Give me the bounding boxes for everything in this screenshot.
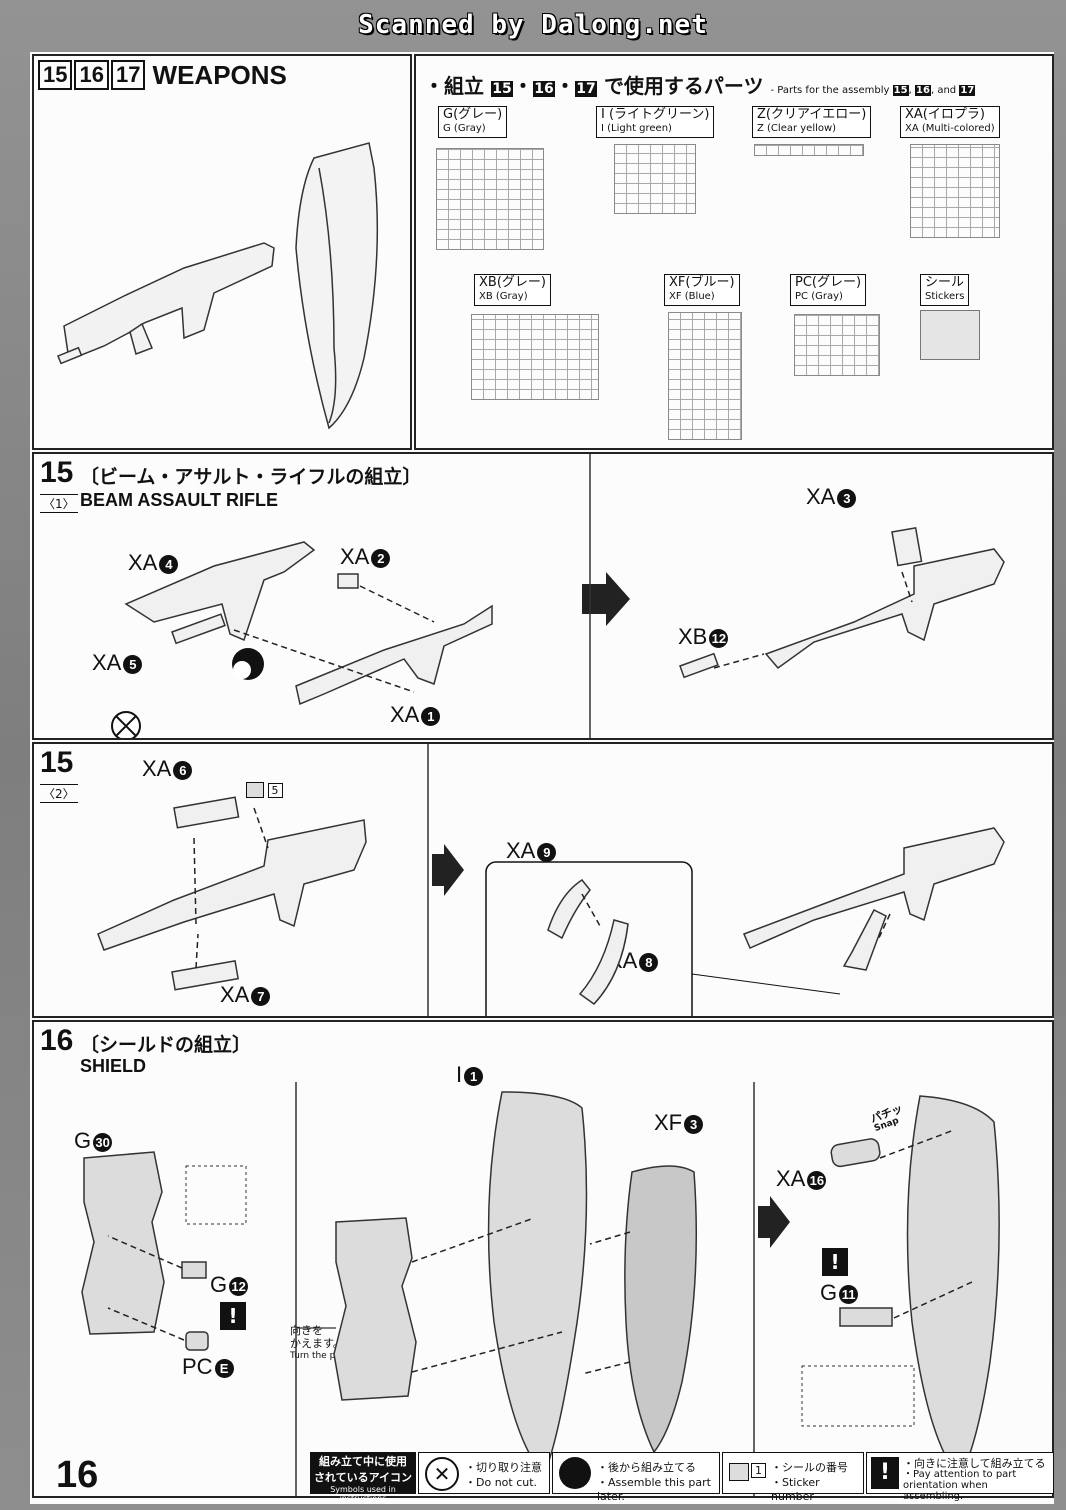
weapons-overview-illustration — [57, 142, 379, 430]
page-number: 16 — [56, 1454, 99, 1496]
parts-heading-en-step-17: 17 — [959, 85, 976, 96]
step-15-1-illustration — [111, 454, 1005, 738]
runner-tag-xa: XA(イロプラ)XA (Multi-colored) — [900, 106, 1000, 138]
assemble-later-icon — [232, 648, 264, 680]
runner-tag-g: G(グレー)G (Gray) — [438, 106, 508, 138]
runner-xb-image — [471, 314, 599, 400]
step-15-1-title-jp: 〔ビーム・アサルト・ライフルの組立〕 — [80, 466, 422, 488]
parts-heading-jp-prefix: ・組立 — [424, 74, 484, 98]
arrow-right-icon — [758, 1196, 790, 1248]
runner-tag-xb: XB(グレー)XB (Gray) — [474, 274, 551, 306]
arrow-right-icon — [432, 844, 464, 896]
weapons-title-text: WEAPONS — [152, 60, 287, 90]
step-16-number: 16 — [40, 1024, 74, 1057]
legend-assemble-later: ・後から組み立てる ・Assemble this part later. — [552, 1452, 720, 1503]
parts-heading-en-step-16: 16 — [914, 85, 931, 96]
parts-heading-step-17: 17 — [574, 81, 597, 97]
step-number-16: 16 — [74, 60, 109, 90]
do-not-cut-icon — [111, 711, 141, 738]
runner-tag-i: I (ライトグリーン)I (Light green) — [596, 106, 715, 138]
orientation-warning-icon: ! — [871, 1457, 899, 1489]
parts-list-panel: ・組立 15・16・17 で使用するパーツ - Parts for the as… — [414, 54, 1054, 450]
legend-orientation: ! ・向きに注意して組み立てる ・Pay attention to part o… — [866, 1452, 1054, 1502]
sticker-number-badge: 5 — [246, 782, 283, 798]
parts-heading-jp-suffix: で使用するパーツ — [603, 74, 764, 98]
step-16-title-en: SHIELD — [80, 1056, 147, 1076]
parts-heading-en-step-15: 15 — [892, 85, 909, 96]
legend-sticker-number: 1 ・シールの番号 ・Sticker number — [722, 1452, 864, 1503]
step-number-15: 15 — [38, 60, 73, 90]
runner-pc-image — [794, 314, 880, 376]
runner-i-image — [614, 144, 696, 214]
parts-heading: ・組立 15・16・17 で使用するパーツ - Parts for the as… — [424, 74, 976, 98]
scan-banner: Scanned by Dalong.net — [358, 10, 708, 40]
parts-heading-step-16: 16 — [532, 81, 555, 97]
parts-heading-step-15: 15 — [490, 81, 513, 97]
arrow-right-icon — [582, 572, 630, 626]
detail-zoom-box — [485, 861, 693, 1016]
runner-xa-image — [910, 144, 1000, 238]
runner-z-image — [754, 144, 864, 156]
runner-tag-z: Z(クリアイエロー)Z (Clear yellow) — [752, 106, 872, 138]
sticker-sheet-image — [920, 310, 980, 360]
step-15-2-number: 15 — [40, 746, 74, 779]
assemble-later-icon — [559, 1457, 591, 1489]
do-not-cut-icon: ✕ — [425, 1457, 459, 1491]
step-15-2-sub: 〈2〉 — [40, 784, 78, 803]
parts-heading-en-and: and — [937, 85, 957, 96]
sticker-icon — [729, 1463, 749, 1481]
step-16-illustration — [81, 1082, 1000, 1496]
legend-do-not-cut: ✕ ・切り取り注意 ・Do not cut. — [418, 1452, 550, 1494]
step-16-title-jp: 〔シールドの組立〕 — [80, 1034, 252, 1056]
runner-tag-pc: PC(グレー)PC (Gray) — [790, 274, 867, 306]
runner-tag-xf: XF(ブルー)XF (Blue) — [664, 274, 740, 306]
step-15-1-number: 15 — [40, 456, 74, 489]
step-15-2-illustration — [97, 744, 1005, 1016]
step-15-1-panel: 15 〈1〉 〔ビーム・アサルト・ライフルの組立〕 BEAM ASSAULT R… — [32, 452, 1054, 740]
turn-part-note: 向きを かえます。 Turn the part. — [290, 1324, 351, 1361]
step-15-1-title-en: BEAM ASSAULT RIFLE — [80, 490, 278, 510]
runner-xf-image — [668, 312, 742, 440]
orientation-warning-icon: ! — [822, 1248, 848, 1276]
runner-g-image — [436, 148, 544, 250]
shield-drawing — [295, 142, 379, 430]
sticker-number-sample: 1 — [751, 1463, 766, 1478]
step-number-17: 17 — [110, 60, 146, 90]
step-15-1-sub: 〈1〉 — [40, 494, 78, 513]
parts-heading-en: - Parts for the assembly — [770, 85, 890, 96]
legend-title: 組み立て中に使用 されているアイコン Symbols used in instr… — [310, 1452, 416, 1503]
rifle-drawing — [57, 242, 275, 365]
orientation-warning-icon: ! — [220, 1302, 246, 1330]
